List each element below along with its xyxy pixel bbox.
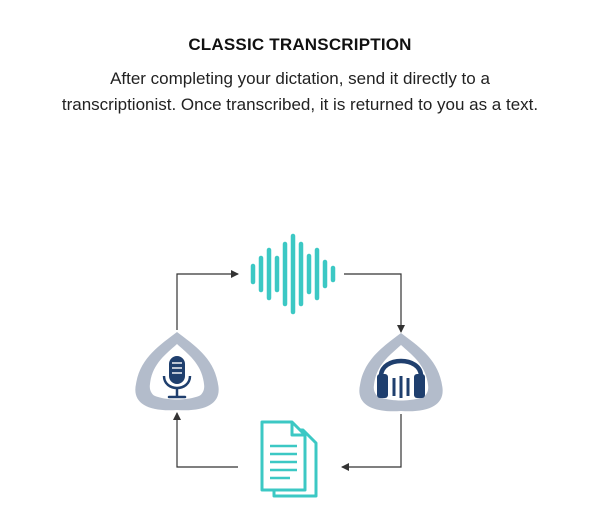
page-description: After completing your dictation, send it… xyxy=(61,69,539,114)
sound-wave-icon xyxy=(250,233,336,315)
documents-icon xyxy=(260,420,318,498)
arrow-wave-to-headphones xyxy=(344,273,405,333)
arrow-document-to-mic xyxy=(173,412,238,468)
arrow-headphones-to-document xyxy=(341,414,402,471)
headphones-icon xyxy=(359,333,443,412)
microphone-icon xyxy=(135,332,219,411)
page-title: CLASSIC TRANSCRIPTION xyxy=(188,35,412,54)
flow-arrows xyxy=(173,270,405,471)
arrow-mic-to-wave xyxy=(176,270,239,330)
